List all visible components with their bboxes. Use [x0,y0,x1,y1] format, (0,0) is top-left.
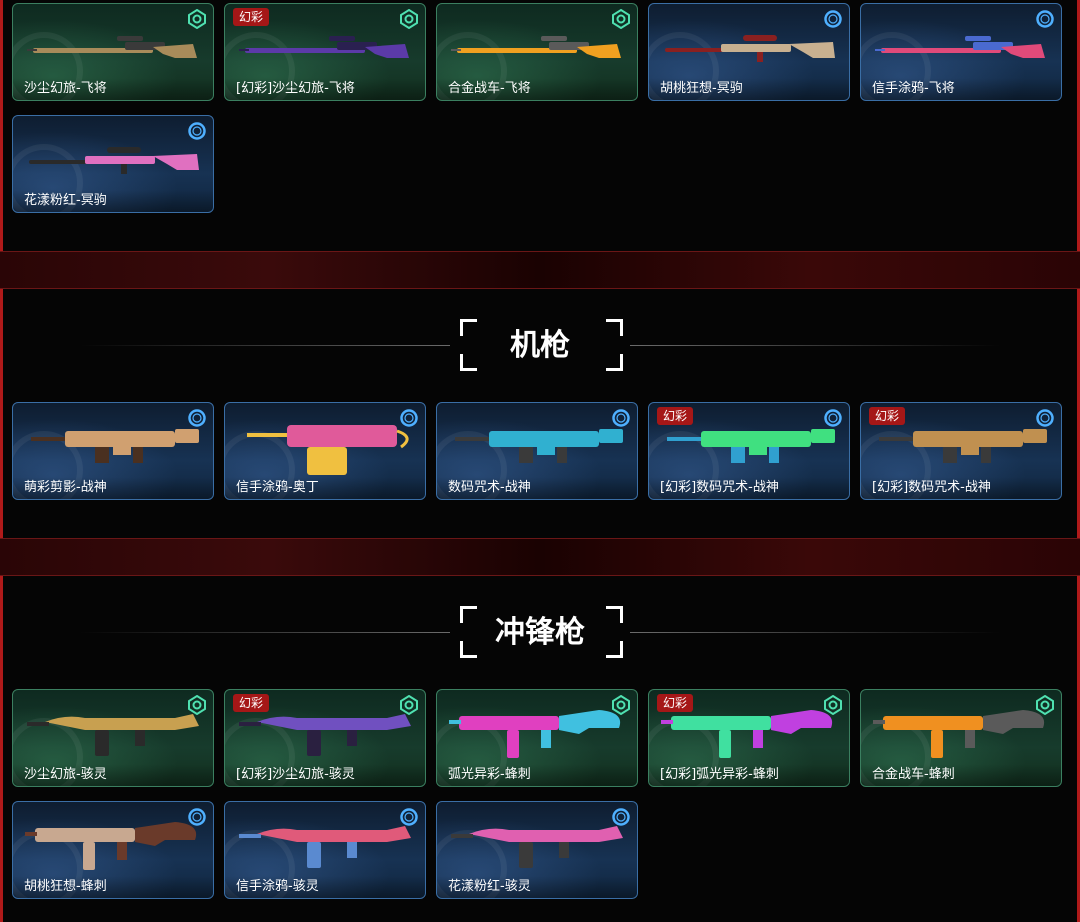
skin-card[interactable]: 数码咒术-战神 [436,402,638,500]
weapon-image [451,36,621,58]
divider-band [0,252,1080,288]
ring-icon [187,121,207,141]
skin-card[interactable]: 幻彩 [幻彩]数码咒术-战神 [860,402,1062,500]
ring-icon [823,9,843,29]
skin-name: 沙尘幻旅-骇灵 [13,764,213,786]
skin-name: 花漾粉红-冥驹 [13,190,213,212]
skin-card[interactable]: 弧光异彩-蜂刺 [436,689,638,787]
skin-name: 萌彩剪影-战神 [13,477,213,499]
skin-name: 数码咒术-战神 [437,477,637,499]
hex-ring-icon [611,694,631,716]
weapon-image [239,714,411,756]
weapon-image [667,429,835,463]
weapon-image [239,36,409,58]
variant-badge: 幻彩 [233,694,270,712]
weapon-image [873,710,1045,758]
card-decoration [437,32,507,100]
ring-icon [399,807,419,827]
ring-icon [611,807,631,827]
divider-band [0,539,1080,575]
ring-icon [399,408,419,428]
ring-icon [1035,408,1055,428]
weapon-image [879,429,1047,463]
skin-card[interactable]: 沙尘幻旅-骇灵 [12,689,214,787]
skin-card[interactable]: 幻彩 [幻彩]沙尘幻旅-飞将 [224,3,426,101]
weapon-image [29,147,199,174]
section-title: 冲锋枪 [495,615,585,650]
variant-badge: 幻彩 [657,694,694,712]
skin-name: 合金战车-蜂刺 [861,764,1061,786]
ring-icon [187,408,207,428]
skin-name: 信手涂鸦-飞将 [861,78,1061,100]
card-decoration [437,431,507,499]
skin-name: 沙尘幻旅-飞将 [13,78,213,100]
section-title: 机枪 [510,328,570,363]
hex-ring-icon [399,694,419,716]
variant-badge: 幻彩 [869,407,906,425]
skin-name: [幻彩]沙尘幻旅-骇灵 [225,764,425,786]
skin-card[interactable]: 花漾粉红-骇灵 [436,801,638,899]
weapon-image [875,36,1045,58]
weapon-image [239,826,411,868]
section-header: 机枪 [0,316,1080,376]
ring-icon [187,807,207,827]
weapon-image [27,714,199,756]
weapon-image [247,425,409,475]
skin-name: 胡桃狂想-冥驹 [649,78,849,100]
skin-card[interactable]: 信手涂鸦-奥丁 [224,402,426,500]
skin-name: 胡桃狂想-蜂刺 [13,876,213,898]
skin-card[interactable]: 萌彩剪影-战神 [12,402,214,500]
weapon-image [451,826,623,868]
hex-ring-icon [611,8,631,30]
weapon-image [455,429,623,463]
card-decoration [225,32,295,100]
card-decoration [649,431,719,499]
skin-name: 合金战车-飞将 [437,78,637,100]
skin-name: 信手涂鸦-骇灵 [225,876,425,898]
skin-card[interactable]: 花漾粉红-冥驹 [12,115,214,213]
skin-card[interactable]: 幻彩 [幻彩]弧光异彩-蜂刺 [648,689,850,787]
skin-card[interactable]: 合金战车-飞将 [436,3,638,101]
card-decoration [13,431,83,499]
skin-name: 花漾粉红-骇灵 [437,876,637,898]
card-decoration [13,32,83,100]
variant-badge: 幻彩 [233,8,270,26]
card-decoration [861,431,931,499]
hex-ring-icon [399,8,419,30]
skin-name: [幻彩]数码咒术-战神 [861,477,1061,499]
skin-name: [幻彩]数码咒术-战神 [649,477,849,499]
ring-icon [1035,9,1055,29]
weapon-image [27,36,197,58]
hex-ring-icon [187,8,207,30]
skin-card[interactable]: 胡桃狂想-冥驹 [648,3,850,101]
card-decoration [649,32,719,100]
weapon-image [661,710,833,758]
skin-name: 信手涂鸦-奥丁 [225,477,425,499]
skin-card[interactable]: 信手涂鸦-飞将 [860,3,1062,101]
weapon-image [31,429,199,463]
skin-card[interactable]: 合金战车-蜂刺 [860,689,1062,787]
weapon-image [25,822,197,870]
skin-card[interactable]: 信手涂鸦-骇灵 [224,801,426,899]
skin-name: 弧光异彩-蜂刺 [437,764,637,786]
skin-name: [幻彩]弧光异彩-蜂刺 [649,764,849,786]
skin-card[interactable]: 幻彩 [幻彩]数码咒术-战神 [648,402,850,500]
skin-name: [幻彩]沙尘幻旅-飞将 [225,78,425,100]
weapon-image [665,35,835,62]
hex-ring-icon [1035,694,1055,716]
skin-card[interactable]: 沙尘幻旅-飞将 [12,3,214,101]
hex-ring-icon [187,694,207,716]
weapon-image [449,710,621,758]
section-header: 冲锋枪 [0,603,1080,663]
ring-icon [611,408,631,428]
hex-ring-icon [823,694,843,716]
variant-badge: 幻彩 [657,407,694,425]
skin-card[interactable]: 幻彩 [幻彩]沙尘幻旅-骇灵 [224,689,426,787]
card-decoration [861,32,931,100]
skin-card[interactable]: 胡桃狂想-蜂刺 [12,801,214,899]
card-decoration [13,144,83,212]
ring-icon [823,408,843,428]
